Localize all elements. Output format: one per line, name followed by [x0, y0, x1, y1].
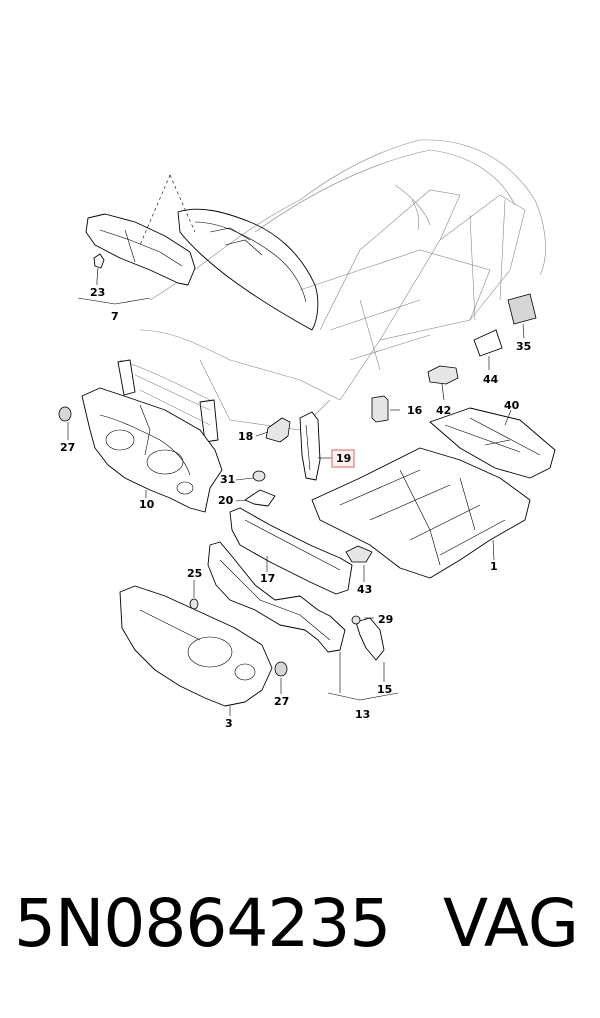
bracket-7 [77, 297, 151, 305]
part-44 [473, 329, 503, 357]
part-40-rear-floor [429, 407, 556, 479]
part-29 [351, 615, 361, 625]
callout-27-lower: 27 [274, 695, 289, 708]
callout-20: 20 [218, 494, 234, 507]
part-27-grommet-upper [58, 406, 72, 422]
part-3-lower-insulation [119, 585, 273, 707]
callout-10: 10 [139, 498, 155, 511]
callout-42: 43 [357, 583, 372, 596]
hood [177, 208, 319, 331]
callout-35: 35 [516, 340, 531, 353]
callout-15: 15 [377, 683, 392, 696]
callout-labels: 23 7 27 10 18 19 16 42 44 35 40 1 31 20 … [60, 286, 531, 730]
callout-19-highlight [331, 449, 355, 468]
part-number: 5N0864235 [14, 885, 391, 962]
part-20 [244, 489, 276, 507]
part-27-grommet-lower [274, 661, 288, 677]
part-43 [427, 365, 459, 385]
part-42 [345, 545, 373, 563]
callout-25: 25 [187, 567, 202, 580]
bracket-13 [327, 692, 399, 701]
part-23-clip [93, 253, 105, 281]
callout-18: 18 [238, 430, 253, 443]
part-19-pillar-insulation [299, 411, 321, 481]
callout-1: 1 [490, 560, 498, 573]
callout-23: 23 [90, 286, 105, 299]
brand-name: VAG [443, 885, 580, 962]
footer: 5N0864235 VAG [0, 885, 600, 995]
part-17-scuttle-panel [229, 507, 353, 595]
callout-40: 40 [504, 399, 520, 412]
callout-31: 31 [220, 473, 235, 486]
part-13-duct [207, 541, 346, 653]
part-16 [371, 395, 389, 423]
callout-19: 19 [336, 452, 351, 465]
callout-43: 42 [436, 404, 451, 417]
part-10-bulkhead-insulation [81, 387, 223, 513]
part-31 [252, 470, 266, 482]
leader-lines [67, 280, 525, 716]
part-15 [355, 617, 385, 661]
parts-diagram: 23 7 27 10 18 19 16 42 44 35 40 1 31 20 … [58, 139, 556, 730]
callout-27-upper: 27 [60, 441, 75, 454]
callout-7: 7 [111, 310, 119, 323]
car-body-outline [119, 139, 546, 441]
callout-44: 44 [483, 373, 499, 386]
callout-17: 17 [260, 572, 275, 585]
part-1-floor-insulation [311, 447, 531, 579]
callout-13: 13 [355, 708, 370, 721]
callout-29: 29 [378, 613, 393, 626]
part-35-pad [507, 293, 537, 325]
front-frame [117, 359, 219, 443]
callout-16: 16 [407, 404, 423, 417]
callout-3: 3 [225, 717, 233, 730]
part-7-hood-insulation [85, 174, 196, 286]
part-18 [265, 417, 291, 443]
